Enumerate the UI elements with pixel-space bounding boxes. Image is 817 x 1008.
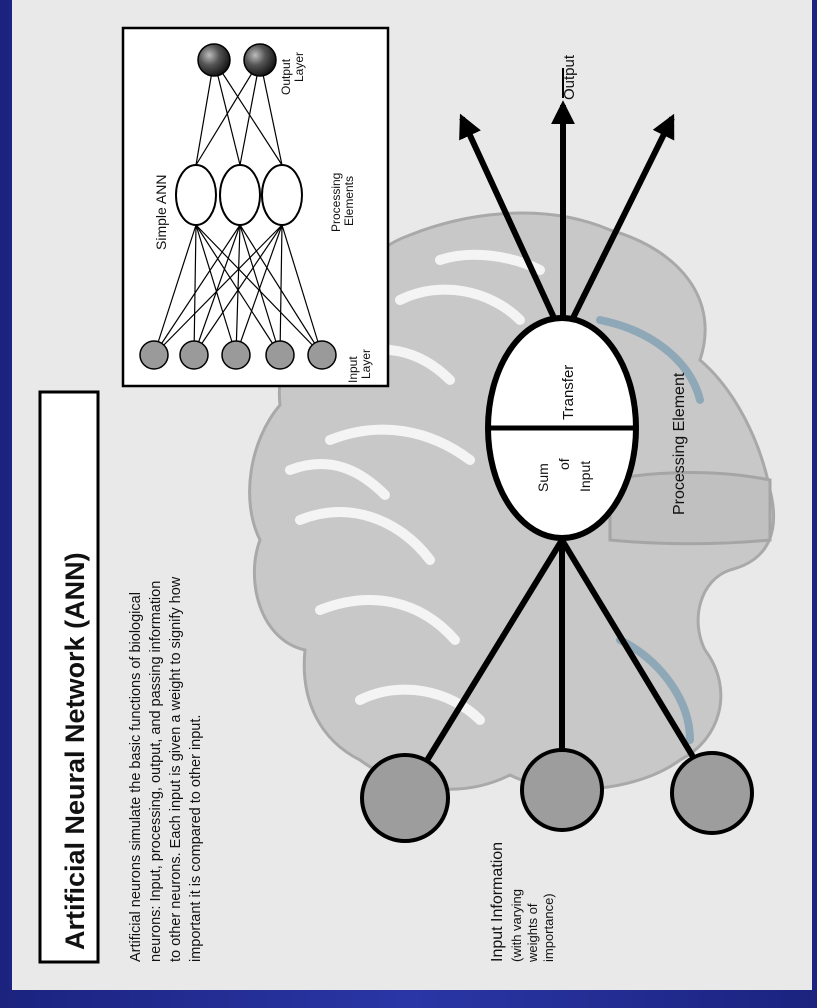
inset-output-label-1: Output [279, 58, 293, 95]
simple-ann-inset: Simple ANN Output Layer Processing Eleme… [123, 28, 388, 386]
inset-processing-label-1: Processing [329, 173, 343, 232]
inset-processing-label-2: Elements [342, 176, 356, 226]
input-info-line-3: weights of [525, 903, 540, 963]
description-line-3: to other neurons. Each input is given a … [168, 576, 184, 962]
inset-input-node-1 [140, 341, 168, 369]
input-info-line-2: (with varying [509, 889, 524, 962]
output-label: Output [561, 54, 578, 100]
inset-output-label-2: Layer [292, 52, 306, 82]
description-line-1: Artificial neurons simulate the basic fu… [128, 592, 144, 962]
inset-input-node-5 [308, 341, 336, 369]
inset-processing-node-3 [262, 165, 302, 225]
sum-label-2: of [556, 458, 572, 470]
processing-element: Transfer Sum of Input [488, 318, 636, 538]
inset-title: Simple ANN [153, 175, 169, 250]
input-node-2 [522, 750, 602, 830]
inset-input-label-2: Layer [359, 349, 373, 379]
description-line-4: important it is compared to other input. [188, 715, 204, 962]
processing-element-caption: Processing Element [671, 372, 688, 515]
transfer-label: Transfer [560, 365, 577, 420]
inset-input-node-4 [266, 341, 294, 369]
input-nodes [362, 750, 752, 841]
inset-input-node-2 [180, 341, 208, 369]
diagram-title: Artificial Neural Network (ANN) [60, 552, 90, 950]
inset-input-node-3 [222, 341, 250, 369]
inset-processing-node-1 [176, 165, 216, 225]
input-information-label: Input Information (with varying weights … [489, 842, 556, 963]
inset-processing-node-2 [220, 165, 260, 225]
sum-label-1: Sum [535, 463, 551, 492]
description-line-2: neurons: Input, processing, output, and … [148, 581, 164, 962]
input-node-3 [672, 753, 752, 833]
inset-output-node-1 [198, 44, 230, 76]
sum-label-3: Input [577, 461, 593, 492]
input-node-1 [362, 755, 448, 841]
inset-output-node-2 [244, 44, 276, 76]
input-info-line-4: importance) [541, 893, 556, 962]
description: Artificial neurons simulate the basic fu… [128, 576, 204, 962]
input-info-line-1: Input Information [489, 842, 506, 962]
inset-input-label-1: Input [346, 356, 360, 383]
